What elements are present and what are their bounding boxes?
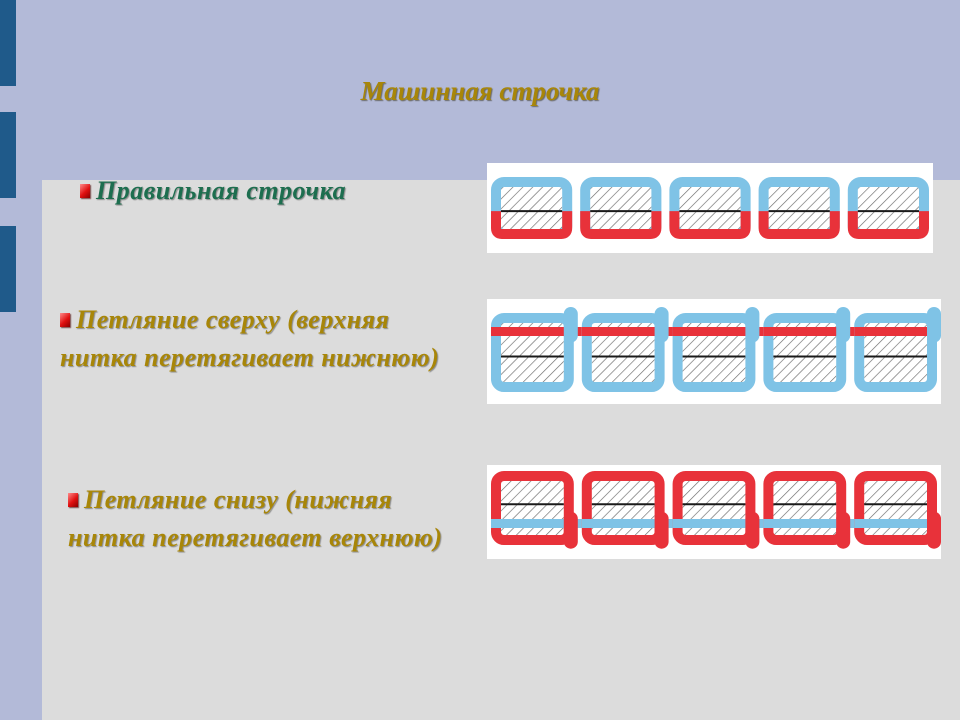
lower-thread-line [491, 519, 582, 528]
upper-thread-loop [669, 211, 751, 239]
upper-thread-knot [563, 511, 578, 549]
lower-thread-knot [927, 307, 941, 343]
upper-thread-loop [672, 471, 756, 545]
bullet-correct-stitch: Правильная строчка [80, 172, 346, 210]
upper-thread-knot [745, 511, 760, 549]
bullet-marker-icon [80, 184, 90, 198]
upper-thread-line [491, 327, 582, 336]
fabric-hatch [857, 187, 919, 229]
slide-title: Машинная строчка [360, 76, 600, 106]
bullet-top-looping: Петляние сверху (верхняя нитка перетягив… [60, 301, 460, 377]
bullet-bottom-looping: Петляние снизу (нижняя нитка перетягивае… [68, 481, 468, 557]
lower-thread-loop [581, 313, 665, 392]
upper-thread-loop [491, 211, 573, 239]
left-accent-bar [0, 112, 16, 198]
upper-thread-knot [927, 511, 941, 549]
upper-thread-loop [580, 211, 662, 239]
left-accent-bar [0, 0, 16, 86]
lower-thread-line [672, 519, 764, 528]
lower-thread-line [581, 519, 673, 528]
upper-thread-line [763, 327, 855, 336]
upper-thread-line [672, 327, 764, 336]
upper-thread-loop [758, 211, 840, 239]
header-band [0, 0, 960, 180]
upper-thread-loop [763, 471, 847, 545]
upper-thread-knot [654, 511, 669, 549]
content-area [42, 180, 960, 720]
lower-thread-loop [672, 313, 756, 392]
upper-thread-loop [847, 211, 929, 239]
lower-thread-line [763, 519, 855, 528]
lower-thread-line [854, 519, 941, 528]
upper-thread-loop [581, 471, 665, 545]
lower-thread-knot [745, 307, 760, 343]
lower-thread-knot [836, 307, 851, 343]
lower-thread-loop [854, 313, 938, 392]
bottom-looping-stitch-diagram [487, 465, 941, 559]
lower-thread-loop [763, 313, 847, 392]
bullet-marker-icon [60, 313, 70, 327]
upper-thread-loop [854, 471, 938, 545]
upper-thread-line [854, 327, 941, 336]
bullet-text: Правильная строчка [96, 176, 347, 205]
fabric-hatch [590, 187, 652, 229]
upper-thread-line [581, 327, 673, 336]
upper-thread-loop [491, 471, 574, 545]
lower-thread-knot [563, 307, 578, 343]
bullet-text: Петляние снизу (нижняя нитка перетягивае… [68, 485, 443, 552]
fabric-hatch [679, 187, 741, 229]
top-looping-stitch-diagram [487, 299, 941, 404]
lower-thread-loop [491, 313, 574, 392]
left-accent-bar [0, 226, 16, 312]
bullet-marker-icon [68, 493, 78, 507]
upper-thread-knot [836, 511, 851, 549]
fabric-hatch [768, 187, 830, 229]
fabric-hatch [501, 187, 563, 229]
bullet-text: Петляние сверху (верхняя нитка перетягив… [60, 305, 440, 372]
lower-thread-knot [654, 307, 669, 343]
correct-stitch-diagram [487, 163, 933, 253]
